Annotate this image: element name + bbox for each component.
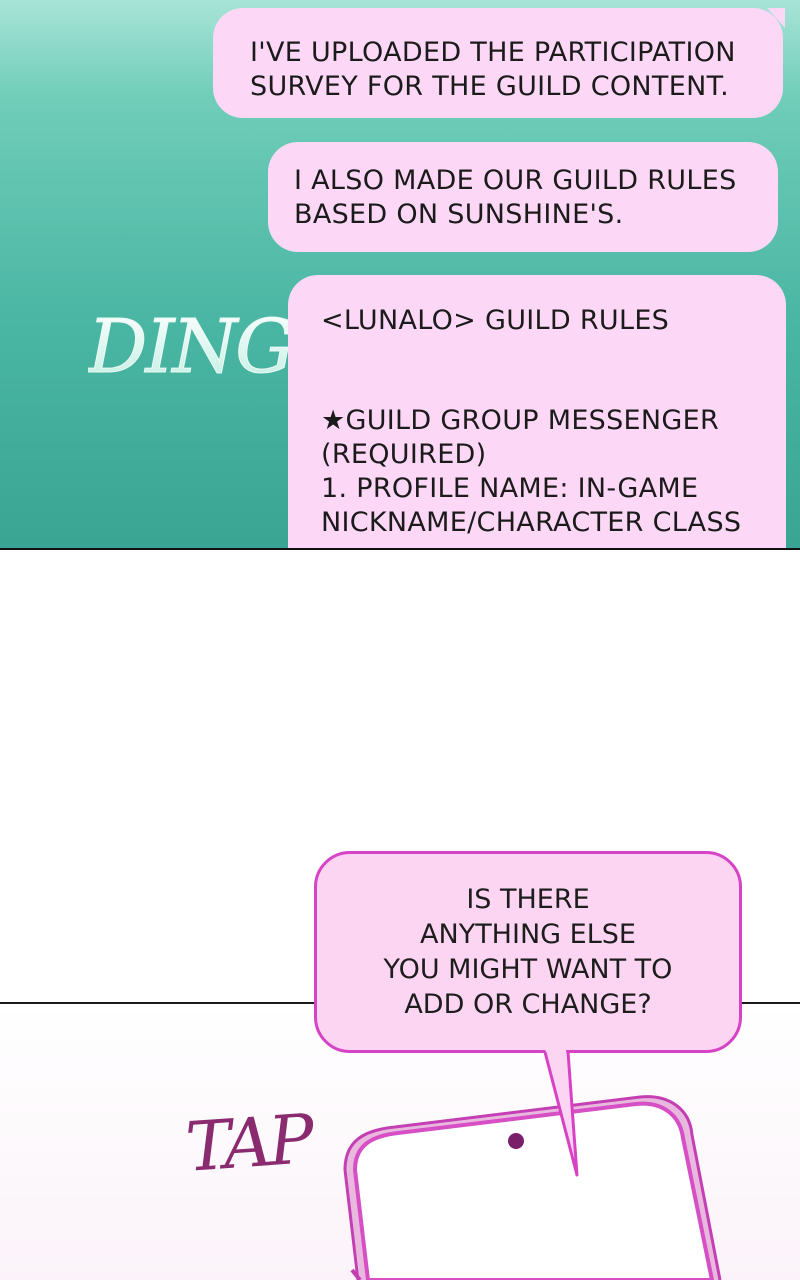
- sfx-tap: TAP: [186, 1100, 318, 1188]
- speech-bubble: IS THERE ANYTHING ELSE YOU MIGHT WANT TO…: [314, 851, 742, 1053]
- speech-line: ANYTHING ELSE: [420, 919, 636, 950]
- chat-line: SURVEY FOR THE GUILD CONTENT.: [250, 71, 730, 102]
- chat-panel: I'VE UPLOADED THE PARTICIPATION SURVEY F…: [0, 0, 800, 550]
- chat-bubble-text: I ALSO MADE OUR GUILD RULES BASED ON SUN…: [294, 164, 764, 232]
- guild-rules-title: <LUNALO> GUILD RULES: [321, 305, 670, 336]
- speech-line: IS THERE: [466, 884, 590, 915]
- chat-bubble-text: <LUNALO> GUILD RULES ★GUILD GROUP MESSEN…: [321, 304, 781, 540]
- chat-bubble-guild-rules: <LUNALO> GUILD RULES ★GUILD GROUP MESSEN…: [288, 275, 786, 548]
- chat-line: 1. PROFILE NAME: IN-GAME: [321, 473, 699, 504]
- chat-line: I'VE UPLOADED THE PARTICIPATION: [250, 37, 736, 68]
- speech-line: ADD OR CHANGE?: [404, 989, 652, 1020]
- speech-bubble-text: IS THERE ANYTHING ELSE YOU MIGHT WANT TO…: [338, 882, 718, 1022]
- chat-line: I ALSO MADE OUR GUILD RULES: [294, 165, 737, 196]
- chat-line: BASED ON SUNSHINE'S.: [294, 199, 624, 230]
- sfx-ding: DING: [88, 304, 288, 391]
- chat-line: (REQUIRED): [321, 439, 487, 470]
- chat-line: ★GUILD GROUP MESSENGER: [321, 405, 720, 436]
- chat-line: NICKNAME/CHARACTER CLASS: [321, 507, 742, 538]
- chat-bubble-text: I'VE UPLOADED THE PARTICIPATION SURVEY F…: [250, 36, 770, 104]
- bubble-tail: [767, 8, 785, 28]
- chat-bubble-rules-note: I ALSO MADE OUR GUILD RULES BASED ON SUN…: [268, 142, 778, 252]
- speech-line: YOU MIGHT WANT TO: [383, 954, 673, 985]
- sfx-tap-text: TAP: [186, 1100, 318, 1188]
- chat-bubble-survey: I'VE UPLOADED THE PARTICIPATION SURVEY F…: [213, 8, 785, 118]
- sfx-ding-text: DING: [88, 304, 288, 390]
